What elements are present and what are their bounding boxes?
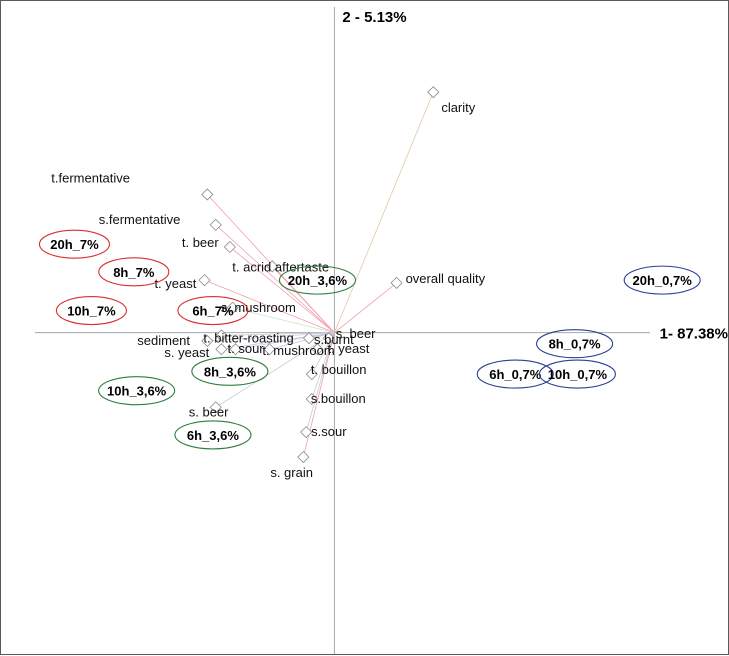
variable-vector [269,332,335,350]
variable-marker [263,343,276,356]
variable-marker [209,401,222,414]
axes-group: 1- 87.38% 2 - 5.13% [35,7,728,654]
variable-label: t. sour [228,341,265,356]
variable-vector [221,332,335,350]
variable-marker [305,392,318,406]
sample-ellipse [98,376,176,406]
variable-label: t. bouillon [311,362,367,377]
variable-label: s.burnt [314,332,354,347]
variable-label: t. bitter-roasting [203,330,293,345]
variable-label: s.bouillon [311,391,366,406]
variable-marker [390,276,403,289]
variable-label: clarity [441,100,475,115]
y-axis-title: 2 - 5.13% [342,9,406,26]
variable-marker [223,240,236,254]
variable-vector [215,332,335,408]
variable-marker [229,343,242,356]
variable-marker [198,274,211,287]
x-axis-title: 1- 87.38% [660,326,728,343]
variable-marker [305,368,318,381]
variable-marker [209,218,222,231]
variable-label: t. mushroom [262,343,334,358]
sample-ellipse [476,359,554,389]
sample-label: 20h_7% [50,237,99,252]
variable-marker [201,334,214,348]
variable-vector [302,332,335,458]
variable-vector [334,92,434,333]
variable-label: sediment [137,333,190,348]
variable-marker [266,260,279,273]
variable-vectors [204,92,434,458]
sample-label: 6h_0,7% [489,367,541,382]
sample-label: 6h_3,6% [187,428,239,443]
sample-label: 8h_3,6% [204,364,256,379]
sample-ellipse [38,229,111,259]
sample-label: 20h_3,6% [288,273,348,288]
variable-marker [215,343,228,356]
variable-label: s.sour [311,424,347,439]
variable-vector [311,332,335,400]
variable-label: t. yeast [154,276,196,291]
sample-ellipse [536,329,614,359]
variable-vector [215,224,335,333]
variable-label: s. beer [189,404,229,419]
sample-ellipse [623,265,701,295]
variable-label: s.fermentative [99,212,181,227]
variable-marker [427,86,440,99]
variable-vector [207,332,335,342]
sample-label: 20h_0,7% [633,273,693,288]
variable-label: t. acrid aftertaste [232,259,329,274]
variable-label: overall quality [406,271,486,286]
sample-ellipse [191,356,269,386]
sample-ellipse [538,359,616,389]
variable-markers [198,86,440,464]
variable-label: t.fermentative [51,170,130,185]
variable-marker [302,332,316,345]
variable-label: s. mushroom [221,300,296,315]
sample-ellipses: 20h_7% 8h_7% 10h_7% 6h_7% 20h_3,6% 8h_3,6% 10h… [38,229,701,450]
variable-marker [322,332,335,345]
variable-marker [300,426,313,439]
sample-label: 6h_7% [192,304,234,319]
variable-label: t. beer [182,235,220,250]
variable-vector [334,282,397,333]
variable-label: s. beer [336,326,376,341]
sample-ellipse [174,420,252,450]
variable-marker [201,188,214,201]
variable-vector [232,307,335,334]
variable-vector [271,266,335,333]
sample-ellipse [278,265,357,295]
sample-ellipse [98,257,170,287]
sample-ellipse [177,295,249,326]
variable-marker [311,343,324,356]
variable-vector [204,279,335,334]
sample-ellipse [55,295,127,326]
sample-label: 8h_0,7% [549,337,601,352]
sample-label: 8h_7% [113,265,155,280]
sample-label: 10h_7% [67,304,116,319]
sample-label: 10h_3,6% [107,384,167,399]
variable-marker [215,329,228,342]
variable-marker [297,450,310,464]
variable-label: t. yeast [327,341,369,356]
variable-label: s. grain [270,465,313,480]
variable-marker [226,301,239,314]
variable-vector [229,246,335,333]
variable-vector [221,332,335,336]
variable-label: s. yeast [164,345,209,360]
variable-vector [305,332,335,433]
sample-label: 10h_0,7% [548,367,608,382]
